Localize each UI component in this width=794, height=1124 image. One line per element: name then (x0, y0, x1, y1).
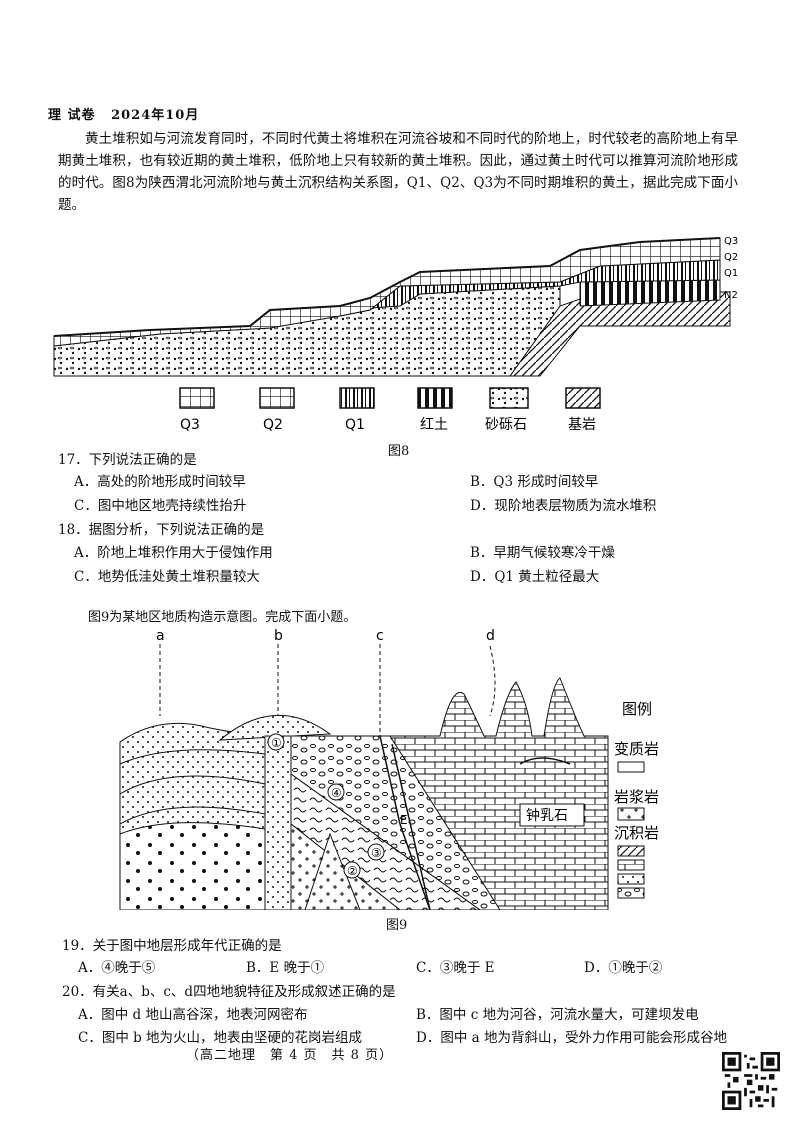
q17-option-a: A．高处的阶地形成时间较早 (74, 474, 246, 490)
q20-option-c: C．图中 b 地为火山，地表由坚硬的花岗岩组成 (78, 1030, 363, 1046)
legend-swatch-red-soil (417, 387, 453, 409)
legend-swatch-gravel (489, 387, 529, 409)
page-footer: （高二地理 第 4 页 共 8 页） (186, 1048, 394, 1063)
fig8-legend: Q3 Q2 Q1 红土 砂砾石 基岩 (179, 387, 601, 433)
figure-8-diagram: Q3 Q2 Q1 N2 Q3 Q2 Q1 红土 砂砾石 基岩 (53, 236, 738, 433)
q20-option-d: D．图中 a 地为背斜山，受外力作用可能会形成谷地 (416, 1030, 727, 1046)
q17-option-d: D．现阶地表层物质为流水堆积 (470, 498, 657, 514)
q20-option-a: A．图中 d 地山高谷深，地表河网密布 (78, 1007, 308, 1023)
fig9-circled-4: ④ (331, 786, 342, 800)
layer-label-q2: Q2 (724, 252, 738, 263)
question-17-stem: 17．下列说法正确的是 (58, 452, 197, 468)
fig9-label-b: b (274, 628, 283, 644)
q18-option-b: B．早期气候较寒冷干燥 (470, 545, 615, 561)
intro-figure-8: 黄土堆积如与河流发育同时，不同时代黄土将堆积在河流谷坡和不同时代的阶地上，时代较… (58, 128, 738, 216)
legend-swatch-q2 (259, 387, 295, 409)
question-20-stem: 20．有关a、b、c、d四地地貌特征及形成叙述正确的是 (62, 984, 396, 1000)
fig9-cave-label: 钟乳石 (526, 807, 568, 824)
fig9-legend-igneous: 岩浆岩 (614, 788, 659, 806)
q18-option-d: D．Q1 黄土粒径最大 (470, 569, 600, 585)
layer-label-n2: N2 (724, 290, 738, 301)
legend-swatch-q1 (339, 387, 375, 409)
fig9-fault-e: E (400, 813, 408, 827)
question-19-stem: 19．关于图中地层形成年代正确的是 (62, 938, 282, 954)
legend-label-bedrock: 基岩 (568, 416, 596, 433)
fig9-legend-sedimentary: 沉积岩 (614, 824, 659, 842)
q20-option-b: B．图中 c 地为河谷，河流水量大，可建坝发电 (416, 1007, 699, 1023)
figure-9-diagram: a b c d ① E ④ ② ③ ⑤ 钟乳石 图例 变质岩 岩浆岩 沉积岩 (119, 628, 659, 910)
fig9-legend-title: 图例 (622, 700, 652, 718)
q18-option-a: A．阶地上堆积作用大于侵蚀作用 (74, 545, 273, 561)
legend-label-q2: Q2 (263, 417, 283, 433)
layer-label-q3: Q3 (724, 236, 738, 247)
fig9-label-a: a (156, 628, 165, 644)
intro-8-text: 黄土堆积如与河流发育同时，不同时代黄土将堆积在河流谷坡和不同时代的阶地上，时代较… (58, 131, 738, 213)
layer-label-q1: Q1 (724, 268, 738, 279)
fig9-legend-metamorphic: 变质岩 (614, 740, 659, 758)
q19-option-a: A．④晚于⑤ (78, 960, 156, 976)
question-18-stem: 18．据图分析，下列说法正确的是 (58, 522, 265, 538)
q17-option-b: B．Q3 形成时间较早 (470, 474, 599, 490)
legend-swatch-metamorphic (617, 761, 645, 773)
legend-label-gravel: 砂砾石 (485, 417, 527, 433)
header-mark: 理 试卷 (48, 108, 96, 123)
q18-option-c: C．地势低洼处黄土堆积量较大 (74, 569, 260, 585)
q19-option-b: B．E 晚于① (246, 960, 325, 976)
legend-label-q3: Q3 (180, 417, 200, 433)
figure-9-caption: 图9 (386, 918, 408, 933)
page-header: 理 试卷 2024年10月 (48, 104, 199, 123)
legend-swatch-q3 (179, 387, 215, 409)
fig9-circled-2: ② (347, 864, 358, 878)
legend-label-q1: Q1 (345, 417, 365, 433)
fig9-legend: 图例 变质岩 岩浆岩 沉积岩 (614, 700, 659, 899)
q19-option-c: C．③晚于 E (416, 960, 495, 976)
legend-label-red-soil: 红土 (420, 417, 448, 433)
intro-figure-9: 图9为某地区地质构造示意图。完成下面小题。 (88, 610, 357, 625)
figure-8-caption: 图8 (388, 444, 410, 459)
fig9-label-d: d (486, 628, 495, 644)
header-date: 2024年10月 (111, 108, 200, 123)
q19-option-d: D．①晚于② (584, 960, 663, 976)
fig9-circled-1: ① (271, 736, 282, 750)
fig9-circled-3: ③ (371, 846, 382, 860)
fig9-label-c: c (376, 628, 384, 644)
legend-swatch-bedrock (565, 387, 601, 409)
q17-option-c: C．图中地区地壳持续性抬升 (74, 498, 247, 514)
qr-code (722, 1052, 780, 1110)
legend-swatch-igneous (617, 807, 645, 821)
